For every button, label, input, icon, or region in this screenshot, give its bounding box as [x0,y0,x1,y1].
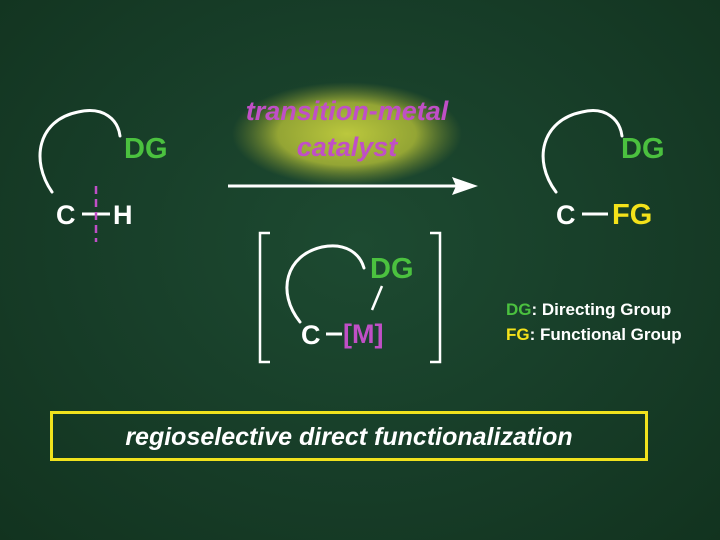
legend-fg-text: : Functional Group [529,325,682,344]
catalyst-label-line1: transition-metal [245,96,449,126]
right-bracket [430,231,442,364]
product-dg-label: DG [621,133,665,165]
reactant-dg-label: DG [124,133,168,165]
metallacycle-metal-label: [M] [343,319,384,349]
metallacycle-dg-m-bond [370,285,384,311]
legend-dg-key: DG [506,300,532,319]
reaction-arrow-head [452,177,478,195]
metallacycle-dg-label: DG [370,253,414,285]
product-fg-label: FG [612,199,653,231]
reactant-ring-arc [38,109,122,194]
legend-dg-text: : Directing Group [531,300,672,319]
left-bracket [258,231,270,364]
product-carbon-label: C [556,200,576,230]
product-ring-arc [541,109,624,194]
summary-banner: regioselective direct functionalization [50,411,648,461]
metallacycle-ring-arc [285,244,366,324]
legend-directing-group: DG: Directing Group [506,301,671,318]
legend-fg-key: FG [506,325,530,344]
catalyst-glow [232,82,462,186]
summary-banner-text: regioselective direct functionalization [125,423,573,451]
reactant-carbon-label: C [56,200,76,230]
reactant-hydrogen-label: H [113,200,133,230]
legend-functional-group: FG: Functional Group [506,326,682,343]
metallacycle-carbon-label: C [301,320,321,350]
catalyst-label-line2: catalyst [296,132,398,162]
